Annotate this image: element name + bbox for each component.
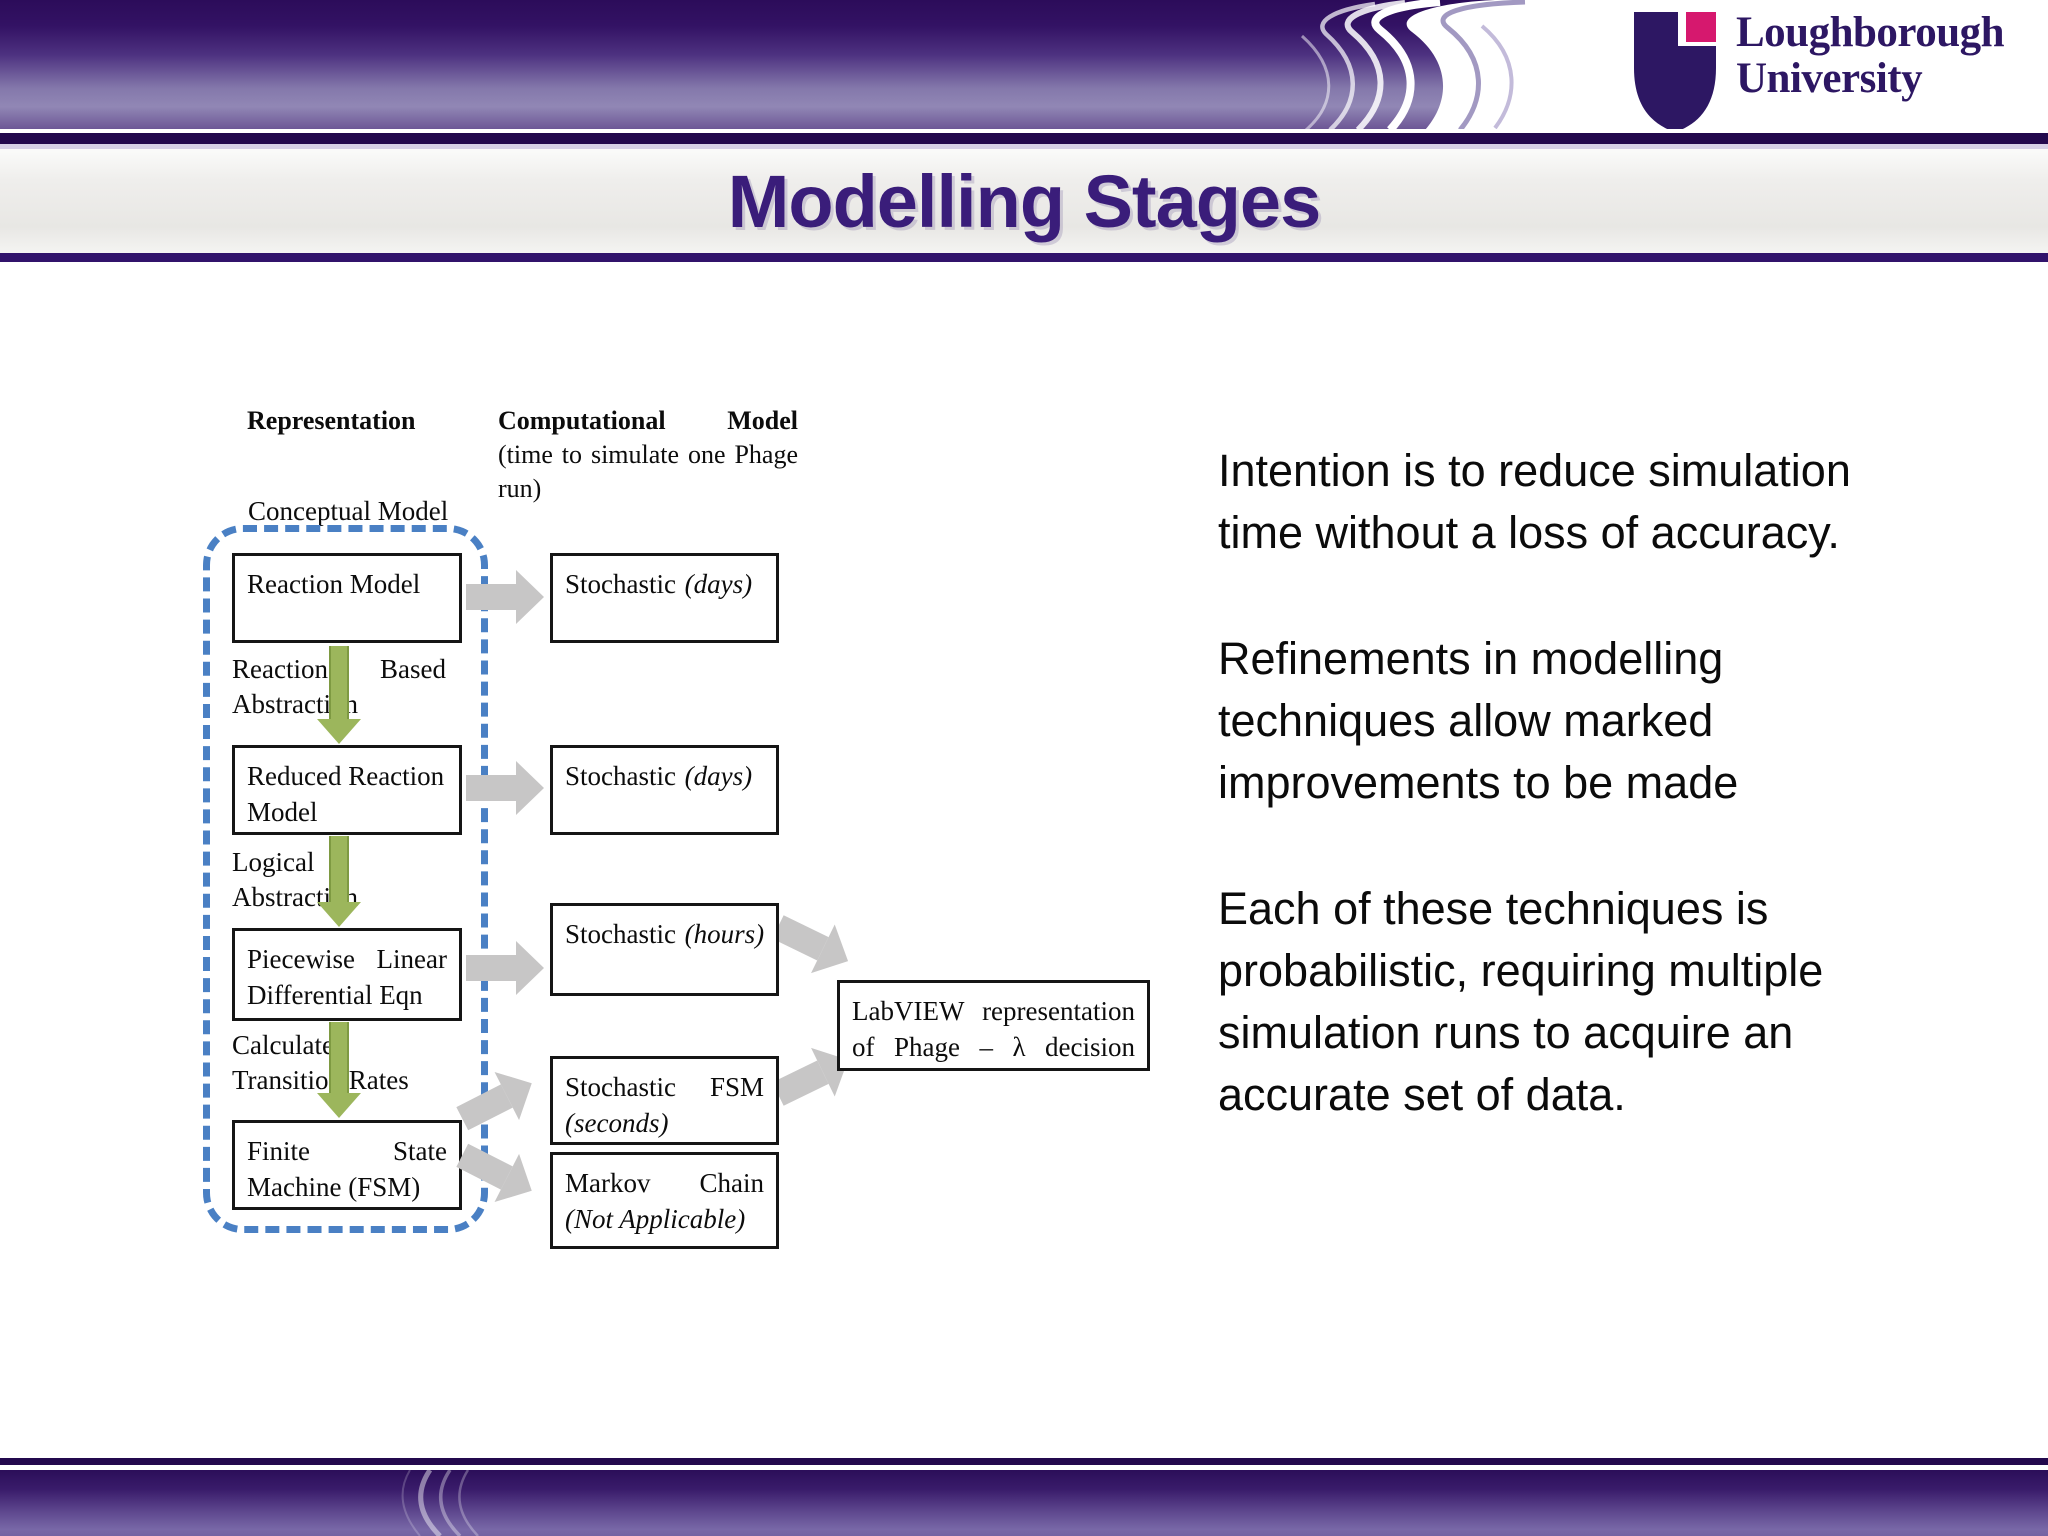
box-text: Stochastic (days): [565, 566, 764, 602]
column-header-computational-model: Computational Model (time to simulate on…: [498, 404, 798, 506]
label-row: Transition Rates: [232, 1065, 409, 1095]
green-down-arrow-icon: [317, 646, 361, 744]
box-text-italic: (Not Applicable): [565, 1204, 746, 1234]
divider-line: [0, 1458, 2048, 1465]
conceptual-model-boundary: [203, 525, 488, 1233]
gray-right-arrow-icon: [466, 941, 544, 995]
box-text: Reaction Model: [247, 569, 421, 599]
conceptual-model-label: Conceptual Model: [248, 496, 449, 526]
box-text: Stochastic (days): [565, 758, 764, 794]
box-text: Reduced Reaction: [247, 761, 445, 791]
box-text-italic: (days): [684, 569, 753, 599]
box-text-normal: Stochastic: [565, 761, 676, 791]
body-paragraph-1: Intention is to reduce simulation time w…: [1218, 445, 1851, 558]
box-text-normal: Stochastic: [565, 919, 676, 949]
box-stochastic-days-1: Stochastic (days): [550, 553, 779, 643]
body-paragraph-2: Refinements in modelling techniques allo…: [1218, 633, 1739, 808]
gray-right-arrow-icon: [466, 570, 544, 624]
university-logo: Loughborough University: [1632, 9, 2005, 134]
column-header-tail: (time to simulate one Phage run): [498, 440, 798, 503]
box-text-italic: (days): [684, 761, 753, 791]
divider-line: [0, 133, 2048, 144]
label-row: Logical: [232, 847, 315, 877]
box-reaction-model: Reaction Model: [232, 553, 462, 643]
green-down-arrow-icon: [317, 1022, 361, 1118]
logo-text: Loughborough University: [1736, 9, 2005, 102]
box-text: Stochastic (hours): [565, 916, 764, 952]
label-calculate-transition-rates: Calculate Transition Rates: [232, 1028, 446, 1098]
footer-band: [0, 1470, 2048, 1536]
body-paragraph-3: Each of these techniques is probabilisti…: [1218, 883, 1824, 1120]
gray-diagonal-arrow-icon: [766, 903, 860, 986]
box-text: Differential Eqn: [247, 980, 423, 1010]
slide-body-text: Intention is to reduce simulation time w…: [1218, 440, 1868, 1190]
box-stochastic-days-2: Stochastic (days): [550, 745, 779, 835]
box-text-normal: Stochastic: [565, 569, 676, 599]
footer-swoosh-graphic: [401, 1470, 479, 1536]
box-reduced-reaction-model: Reduced Reaction Model: [232, 745, 462, 835]
divider-line: [0, 129, 2048, 133]
divider-line: [0, 1465, 2048, 1470]
box-text: Machine (FSM): [247, 1172, 421, 1202]
divider-line: [0, 253, 2048, 262]
title-band: Modelling Stages: [0, 149, 2048, 253]
header-swoosh-graphic: [1301, 0, 2048, 130]
box-stochastic-hours: Stochastic (hours): [550, 903, 779, 996]
column-header-representation: Representation: [247, 406, 416, 435]
green-down-arrow-icon: [317, 836, 361, 927]
column-header-bold: Computational Model: [498, 406, 798, 435]
label-row: Calculate: [232, 1030, 334, 1060]
logo-line2: University: [1736, 55, 1923, 102]
divider-line: [0, 144, 2048, 149]
box-text-italic: (hours): [684, 919, 765, 949]
box-text-italic: (seconds): [565, 1108, 669, 1138]
gray-right-arrow-icon: [466, 761, 544, 815]
logo-line1: Loughborough: [1736, 9, 2005, 56]
logo-shield-icon: [1634, 12, 1716, 132]
box-text: Model: [247, 797, 318, 827]
page-title: Modelling Stages: [727, 159, 1322, 243]
